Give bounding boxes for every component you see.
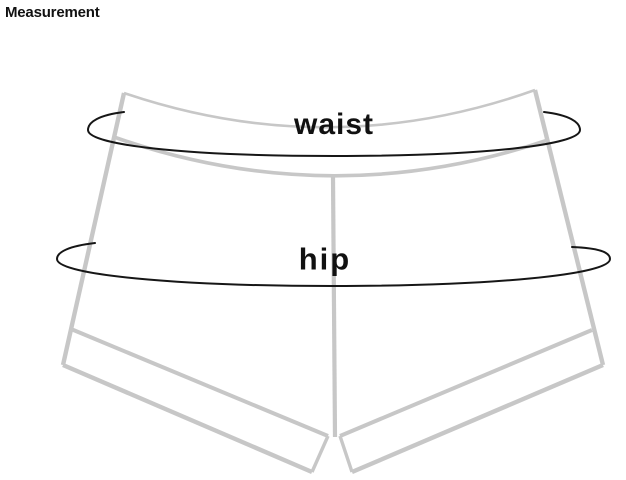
center-front-seam [330, 176, 338, 438]
left-leg-bottom-edge [62, 362, 313, 475]
page-title: Measurement [5, 4, 100, 21]
right-leg-bottom-edge [351, 362, 604, 475]
waist-tape-loop [86, 111, 582, 158]
right-leg-hem-inner-line [339, 328, 593, 438]
hip-label: hip [298, 241, 352, 277]
waistband-bottom-edge [113, 135, 549, 178]
right-side-edge [532, 89, 606, 366]
shorts-outline-group [60, 88, 606, 475]
tape-loops-group [55, 111, 612, 288]
waistband-top-edge [123, 88, 536, 129]
hip-tape-loop [55, 242, 612, 288]
left-leg-hem-inner-line [70, 327, 329, 438]
right-leg-crotch-edge [338, 435, 354, 473]
left-side-edge [60, 92, 127, 366]
waist-label: waist [293, 108, 375, 141]
left-leg-crotch-edge [310, 435, 330, 473]
